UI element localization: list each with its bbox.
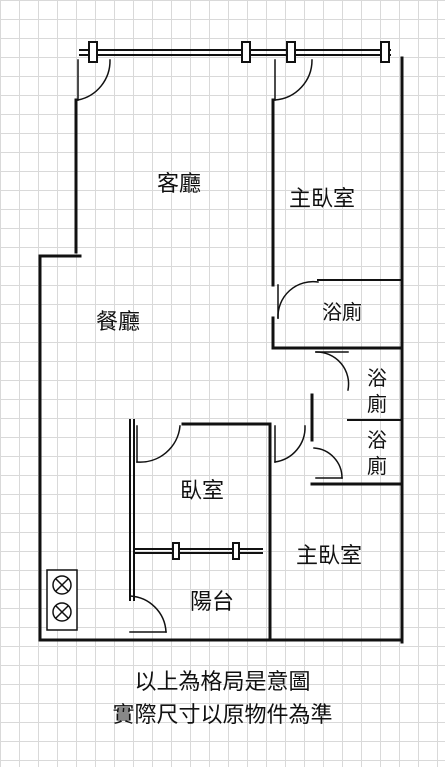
balcony-label: 陽台	[190, 590, 235, 615]
hall-bathroom-2-label: 浴廁	[367, 428, 387, 478]
partition-walls	[129, 279, 403, 601]
dining-room-label: 餐廳	[96, 310, 141, 335]
structural-walls	[38, 56, 404, 644]
master-bedroom-label-bottom: 主臥室	[296, 544, 363, 569]
master-bedroom-label-top: 主臥室	[289, 187, 356, 212]
footer-note-line2: 實際尺寸以原物件為準	[112, 703, 333, 728]
doors	[77, 59, 350, 633]
footer-note-line1: 以上為格局是意圖	[134, 670, 311, 695]
living-room-label: 客廳	[157, 172, 202, 197]
hall-bathroom-1-label: 浴廁	[367, 366, 387, 416]
stove-icon	[46, 569, 78, 631]
balcony-window	[133, 542, 263, 560]
bedroom-label: 臥室	[180, 479, 225, 504]
master-bathroom-label: 浴廁	[322, 300, 362, 324]
top-exterior-wall	[79, 49, 391, 56]
wall-pillars	[88, 41, 390, 63]
